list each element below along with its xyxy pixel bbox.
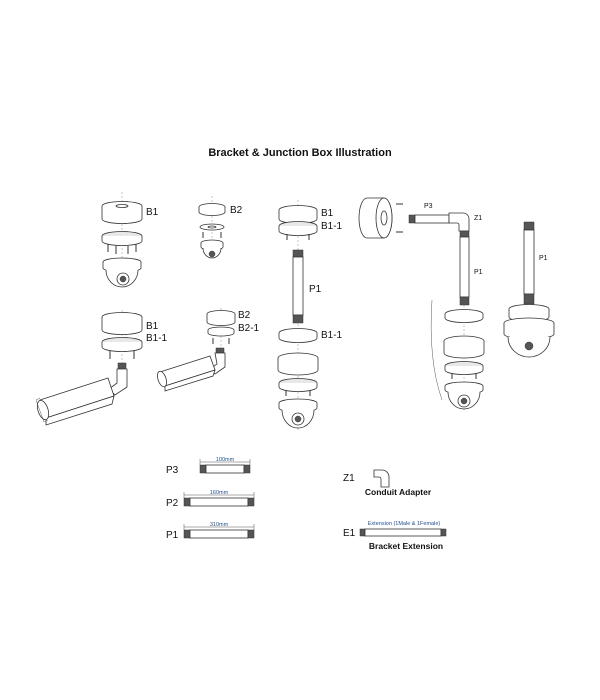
diagram-title: Bracket & Junction Box Illustration bbox=[208, 147, 392, 159]
label-p2: P2 bbox=[166, 498, 179, 509]
label-b1-top: B1 bbox=[321, 208, 334, 219]
assembly-b1-dome bbox=[101, 192, 143, 288]
z1-name: Conduit Adapter bbox=[365, 487, 432, 497]
part-z1 bbox=[373, 469, 390, 488]
label-p1-right: P1 bbox=[539, 255, 548, 262]
label-b2-1-bullet: B2-1 bbox=[238, 323, 260, 334]
label-p1-pendant: P1 bbox=[309, 284, 322, 295]
part-p1 bbox=[183, 524, 255, 539]
assembly-b2-mini-dome bbox=[198, 196, 226, 259]
label-b1-bullet: B1 bbox=[146, 321, 159, 332]
e1-name: Bracket Extension bbox=[369, 541, 443, 551]
e1-dimension: Extension (1Male & 1Female) bbox=[368, 521, 441, 527]
label-p3-assembly: P3 bbox=[424, 203, 433, 210]
label-z1: Z1 bbox=[343, 473, 355, 484]
label-p1-wall: P1 bbox=[474, 269, 483, 276]
label-z1-assembly: Z1 bbox=[474, 215, 482, 222]
label-b2-bullet: B2 bbox=[238, 310, 251, 321]
label-b1-1-lower: B1-1 bbox=[321, 330, 343, 341]
label-p3: P3 bbox=[166, 465, 179, 476]
assembly-wall-junction bbox=[358, 197, 485, 410]
part-e1 bbox=[359, 528, 447, 537]
part-p2 bbox=[183, 492, 255, 507]
label-b1: B1 bbox=[146, 207, 159, 218]
assembly-b1-bullet bbox=[35, 310, 143, 426]
p3-dimension: 100mm bbox=[216, 457, 235, 463]
p2-dimension: 160mm bbox=[210, 490, 229, 496]
part-p3 bbox=[199, 459, 251, 474]
label-p1: P1 bbox=[166, 530, 179, 541]
label-e1: E1 bbox=[343, 528, 356, 539]
assembly-b2-bullet bbox=[157, 308, 236, 392]
assembly-pendant-dome bbox=[277, 200, 319, 430]
label-b2: B2 bbox=[230, 205, 243, 216]
p1-dimension: 310mm bbox=[210, 522, 229, 528]
assembly-pendant-large bbox=[503, 221, 555, 358]
label-b1-1-top: B1-1 bbox=[321, 221, 343, 232]
label-b1-1-bullet: B1-1 bbox=[146, 333, 168, 344]
